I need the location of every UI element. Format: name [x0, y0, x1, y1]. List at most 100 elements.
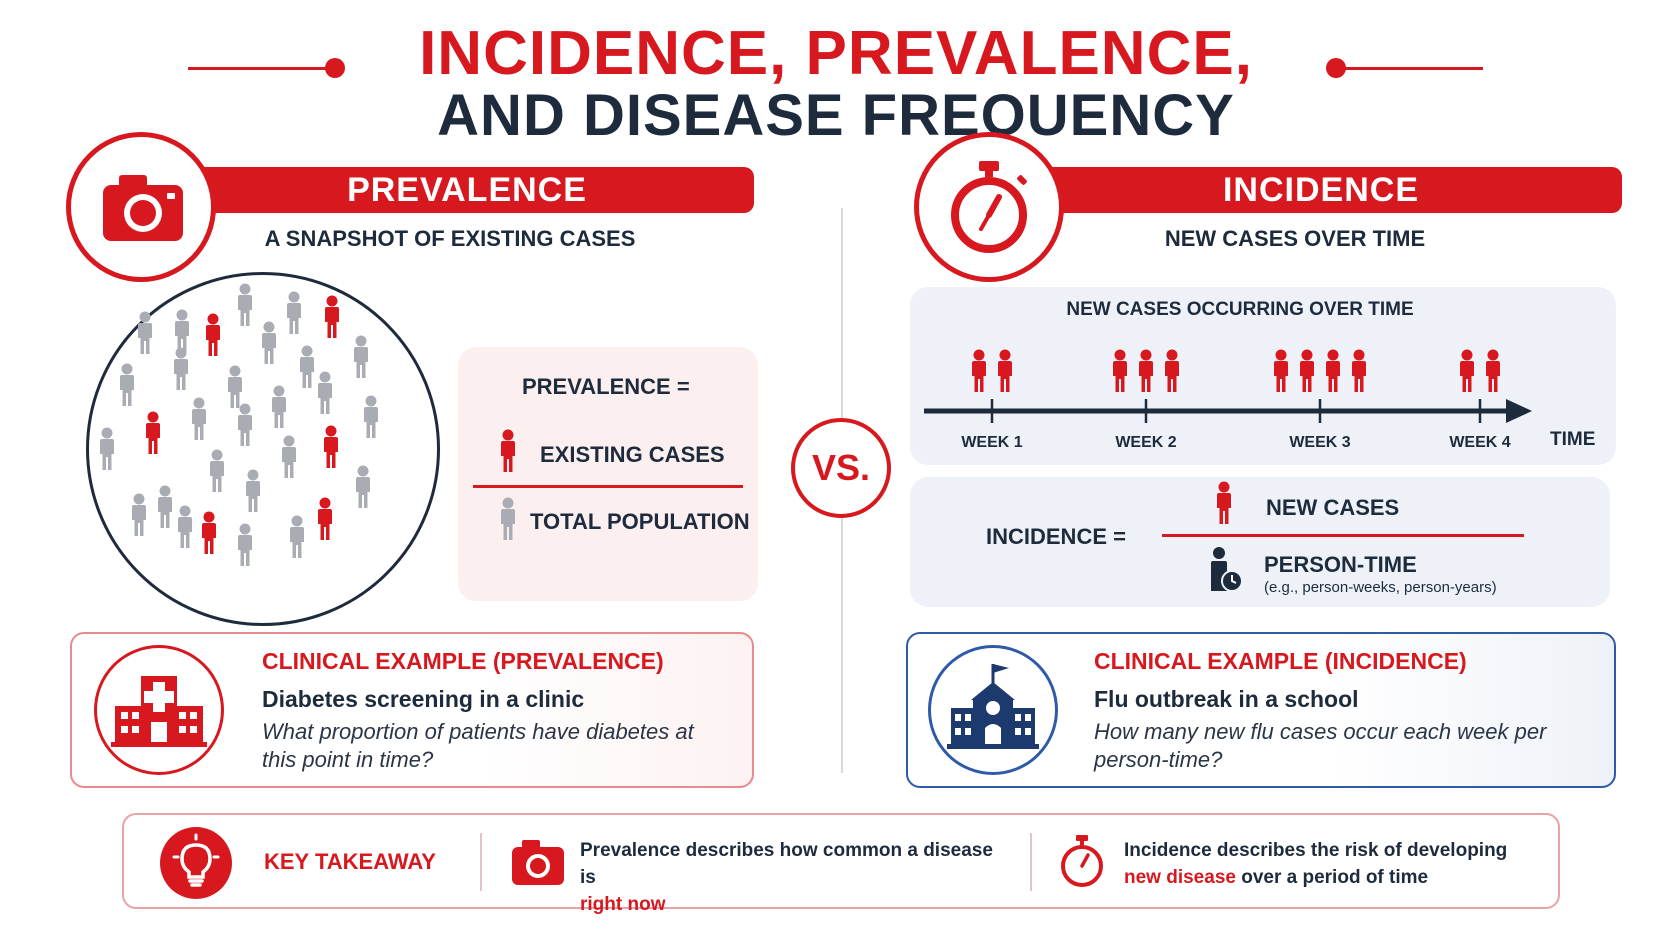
takeaway-separator-1 [480, 833, 482, 891]
population-person [272, 386, 286, 429]
title-rule-dot-left [325, 58, 345, 78]
new-case-person [1139, 350, 1153, 393]
incidence-timeline-panel: NEW CASES OCCURRING OVER TIME WEEK 1 WEEK… [910, 287, 1616, 465]
timeline-week-label: WEEK 2 [1115, 434, 1176, 451]
prevalence-denominator: TOTAL POPULATION [530, 509, 750, 534]
new-case-person [1352, 350, 1366, 393]
population-person [262, 322, 276, 365]
title-rule-right [1338, 67, 1483, 70]
existing-case-person [202, 512, 216, 555]
prevalence-example-card: CLINICAL EXAMPLE (PREVALENCE) Diabetes s… [70, 632, 754, 788]
population-person [100, 428, 114, 471]
population-person [238, 284, 252, 327]
incidence-denominator: PERSON-TIME [1264, 552, 1417, 577]
incidence-example-title: CLINICAL EXAMPLE (INCIDENCE) [1094, 648, 1467, 674]
camera-icon [103, 175, 183, 241]
population-person [364, 396, 378, 439]
stopwatch-icon [951, 161, 1027, 253]
prevalence-example-question: What proportion of patients have diabete… [262, 719, 694, 772]
population-person [282, 436, 296, 479]
prevalence-fraction-line [473, 485, 743, 488]
takeaway-prevalence-body: Prevalence describes how common a diseas… [580, 840, 993, 888]
existing-case-person [325, 296, 339, 339]
population-person [120, 364, 134, 407]
population-person [246, 470, 260, 513]
population-person [138, 312, 152, 355]
new-case-person [1326, 350, 1340, 393]
prevalence-example-icon-circle [94, 645, 224, 775]
population-person [210, 450, 224, 493]
population-person [238, 524, 252, 567]
population-figures [89, 275, 437, 623]
stopwatch-icon [1061, 835, 1103, 887]
incidence-formula-panel: INCIDENCE = NEW CASES PERSON-TIME (e.g.,… [910, 477, 1610, 607]
population-person [178, 506, 192, 549]
existing-case-person [146, 412, 160, 455]
hospital-icon [111, 676, 207, 747]
population-person [192, 398, 206, 441]
new-case-person [1113, 350, 1127, 393]
incidence-denominator-note: (e.g., person-weeks, person-years) [1264, 579, 1497, 596]
timeline-week-label: WEEK 1 [961, 434, 1022, 451]
timeline-title: NEW CASES OCCURRING OVER TIME [1066, 299, 1414, 320]
takeaway-prevalence-text: Prevalence describes how common a diseas… [580, 837, 1000, 918]
timeline-arrow [1506, 399, 1532, 423]
existing-case-person [206, 314, 220, 357]
population-person [174, 348, 188, 391]
incidence-example-question: How many new flu cases occur each week p… [1094, 719, 1547, 772]
new-case-person [1274, 350, 1288, 393]
timeline-axis-label: TIME [1550, 429, 1596, 450]
incidence-fraction-line [1162, 534, 1524, 537]
person-time-icon [1211, 547, 1243, 592]
new-case-person [972, 350, 986, 393]
camera-icon [512, 840, 564, 885]
prevalence-example-main: Diabetes screening in a clinic [262, 686, 585, 712]
lightbulb-icon [172, 833, 220, 887]
prevalence-numerator: EXISTING CASES [540, 442, 725, 467]
existing-case-person [324, 426, 338, 469]
existing-case-person-icon [498, 429, 518, 473]
title-rule-left [188, 67, 333, 70]
incidence-header: INCIDENCE [1010, 167, 1622, 213]
population-person [228, 366, 242, 409]
takeaway-incidence-highlight: new disease [1124, 867, 1236, 888]
key-takeaway-label: KEY TAKEAWAY [264, 849, 436, 874]
incidence-subtitle: NEW CASES OVER TIME [1164, 226, 1426, 251]
population-person [287, 292, 301, 335]
population-person [132, 494, 146, 537]
new-case-person [998, 350, 1012, 393]
takeaway-incidence-text: Incidence describes the risk of developi… [1124, 837, 1544, 891]
population-person [300, 346, 314, 389]
timeline-week-label: WEEK 3 [1289, 434, 1350, 451]
vs-badge: VS. [791, 418, 891, 518]
incidence-example-card: CLINICAL EXAMPLE (INCIDENCE) Flu outbrea… [906, 632, 1616, 788]
title-rule-dot-right [1326, 58, 1346, 78]
population-person [318, 372, 332, 415]
lightbulb-icon-circle [160, 827, 232, 899]
prevalence-formula-label: PREVALENCE = [522, 374, 690, 399]
prevalence-formula-panel: PREVALENCE = EXISTING CASES TOTAL POPULA… [458, 347, 758, 601]
takeaway-prevalence-highlight: right now [580, 894, 666, 915]
school-icon [947, 664, 1039, 749]
prevalence-icon-circle [66, 132, 216, 282]
new-case-person-icon [1214, 481, 1234, 525]
takeaway-incidence-body: Incidence describes the risk of developi… [1124, 840, 1508, 861]
population-person [290, 516, 304, 559]
incidence-numerator: NEW CASES [1266, 495, 1400, 520]
key-takeaway-box: KEY TAKEAWAY Prevalence describes how co… [122, 813, 1560, 915]
population-person-icon [498, 497, 518, 541]
population-circle [86, 272, 440, 626]
new-case-person [1486, 350, 1500, 393]
page-title-line1: INCIDENCE, PREVALENCE, [419, 19, 1253, 88]
incidence-example-main: Flu outbreak in a school [1094, 686, 1359, 712]
incidence-example-icon-circle [928, 645, 1058, 775]
prevalence-example-title: CLINICAL EXAMPLE (PREVALENCE) [262, 648, 664, 674]
prevalence-header: PREVALENCE [160, 167, 754, 213]
prevalence-subtitle: A SNAPSHOT OF EXISTING CASES [264, 226, 636, 251]
new-case-person [1165, 350, 1179, 393]
population-person [158, 486, 172, 529]
page-title-line2: AND DISEASE FREQUENCY [437, 83, 1235, 148]
population-person [356, 466, 370, 509]
incidence-formula-label: INCIDENCE = [986, 524, 1126, 549]
